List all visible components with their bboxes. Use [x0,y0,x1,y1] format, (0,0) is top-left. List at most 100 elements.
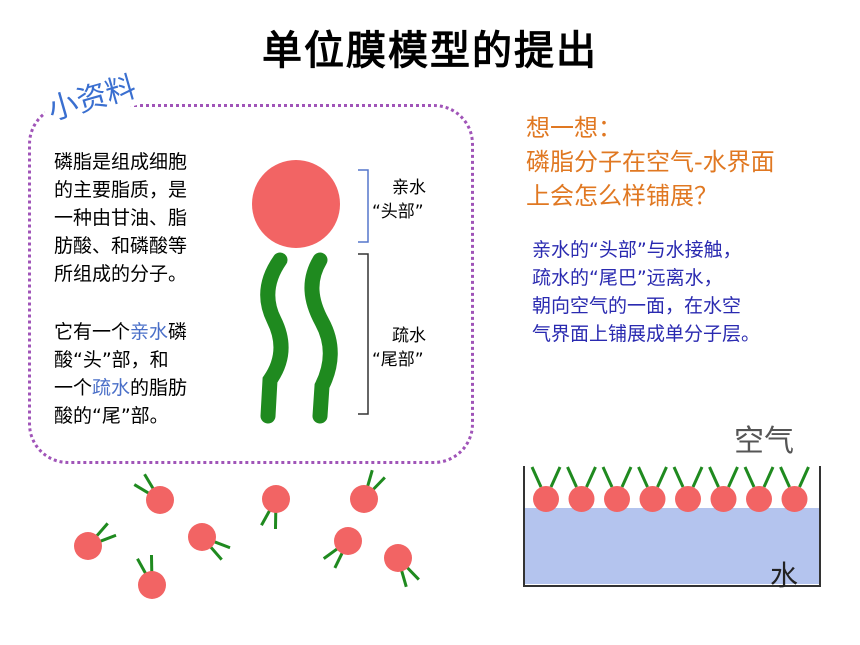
phospholipid-tail [136,558,148,576]
phospholipid-tail-left [260,252,289,424]
phospholipid-head [138,571,166,599]
info-line: 所组成的分子。 [54,263,188,285]
answer-line: 气界面上铺展成单分子层。 [532,323,761,345]
phospholipid-tail [530,466,543,488]
info-line: 一种由甘油、脂 [54,207,188,229]
think-question-line: 磷脂分子在空气-水界面 [526,148,775,176]
phospholipid-molecule [743,466,775,512]
phospholipid-head [710,486,737,512]
phospholipid-tail [133,483,151,496]
phospholipid-head [639,486,666,512]
info-line: 磷脂是组成细胞 [54,151,188,173]
head-label: 亲水 [392,178,426,198]
phospholipid-tail [672,466,685,488]
phospholipid-tail [762,466,775,488]
phospholipid-tail [208,545,223,561]
phospholipid-molecule [566,466,597,512]
phospholipid-molecule [260,485,290,530]
phospholipid-tail [94,522,109,538]
phospholipid-head [74,532,102,560]
page-title: 单位膜模型的提出 [262,28,598,74]
phospholipid-tail [212,539,231,550]
tail-bracket [358,253,369,415]
phospholipid-tail [637,466,649,488]
phospholipid-head [334,527,362,555]
phospholipid-tail [260,508,272,526]
info-line: 酸“头”部，和 [54,349,169,371]
phospholipid-tail [656,466,668,488]
phospholipid-molecule [530,466,562,512]
phospholipid-head [188,523,216,551]
phospholipid-tail [365,469,374,488]
answer-line: 疏水的“尾巴”远离水， [532,267,723,289]
air-label: 空气 [734,424,794,459]
phospholipid-tail [727,466,739,488]
phospholipid-tail-right [304,252,338,424]
phospholipid-molecule [672,466,704,512]
text-run: 磷 [168,321,188,343]
water-label: 水 [770,559,799,592]
text-run: 一个 [54,377,93,399]
phospholipid-diagram [252,160,369,424]
phospholipid-head [604,486,630,512]
phospholipid-tail [779,466,791,488]
phospholipid-molecule [322,527,362,569]
phospholipid-tail [566,466,578,488]
phospholipid-monolayer [530,466,810,512]
info-line: 肪酸、和磷酸等 [54,235,188,257]
trough-walls [523,466,821,587]
phospholipid-molecule [350,469,386,513]
info-line: 一个疏水的脂肪 [54,374,224,402]
info-line: 的主要脂质，是 [54,179,188,201]
phospholipid-molecule [188,523,231,561]
answer-line: 亲水的“头部”与水接触， [532,239,742,261]
tail-label-sub: “尾部” [372,350,424,370]
phospholipid-tail [333,551,345,569]
phospholipid-tail [322,546,340,560]
phospholipid-head [252,160,340,248]
phospholipid-head [568,486,595,512]
highlight-hydrophilic: 亲水 [130,321,169,343]
phospholipid-tail [691,466,704,488]
phospholipid-tail [601,466,614,488]
phospholipid-tail [143,473,156,491]
phospholipid-head [746,486,772,512]
highlight-hydrophobic: 疏水 [92,377,131,399]
head-label-sub: “头部” [372,202,424,222]
phospholipid-head [384,544,412,572]
phospholipid-tail [585,466,597,488]
phospholipid-molecule [136,554,166,599]
water-body [524,508,820,584]
phospholipid-molecule [384,544,420,588]
phospholipid-molecule [708,466,739,512]
think-title: 想一想： [526,114,622,142]
phospholipid-molecule [74,522,117,560]
phospholipid-tail [708,466,720,488]
phospholipid-tail [549,466,562,488]
phospholipid-molecule [779,466,810,512]
tail-label: 疏水 [392,326,426,346]
phospholipid-tail [743,466,756,488]
phospholipid-molecule [133,473,174,514]
info-box [28,104,474,464]
phospholipid-tail [98,533,117,544]
think-question-line: 上会怎么样铺展？ [526,182,718,210]
info-line: 它有一个亲水磷 [54,318,224,346]
info-paragraph-1: 磷脂是组成细胞 的主要脂质，是 一种由甘油、脂 肪酸、和磷酸等 所组成的分子。 [54,148,224,288]
phospholipid-head [146,486,174,514]
phospholipid-tail [798,466,810,488]
phospholipid-head [350,485,378,513]
info-paragraph-2: 它有一个亲水磷 酸“头”部，和 一个疏水的脂肪 酸的“尾”部。 [54,318,224,430]
phospholipid-molecule [601,466,633,512]
phospholipid-tail [371,476,386,492]
text-run: 的脂肪 [130,377,188,399]
phospholipid-tail [399,569,408,588]
phospholipid-head [781,486,808,512]
phospholipid-head [675,486,701,512]
water-trough [523,466,821,587]
scattered-phospholipids [74,469,420,599]
phospholipid-head [533,486,559,512]
phospholipid-head [262,485,290,513]
head-bracket [358,169,369,243]
answer-line: 朝向空气的一面，在水空 [532,295,742,317]
